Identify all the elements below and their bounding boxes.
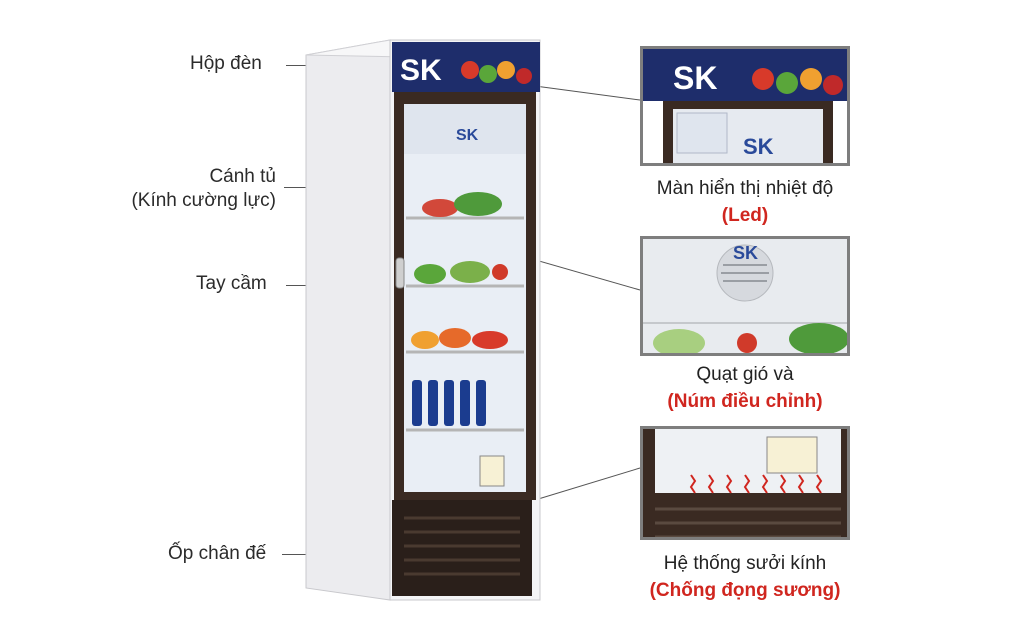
- heat-wave-icon: [689, 474, 697, 494]
- caption-heater-line2: (Chống đọng sương): [649, 580, 841, 601]
- caption-heater: Hệ thống sưởi kính (Chống đọng sương): [630, 550, 860, 604]
- energy-sticker: [766, 436, 818, 474]
- bottle: [444, 380, 454, 426]
- leader-heater: [534, 467, 641, 501]
- bottle: [428, 380, 438, 426]
- energy-sticker: [479, 455, 505, 487]
- bottle: [476, 380, 486, 426]
- fan-closeup-logo: SK: [733, 243, 758, 263]
- caption-led: Màn hiển thị nhiệt độ (Led): [630, 175, 860, 229]
- leader-led: [534, 85, 641, 101]
- caption-fan-line2: (Núm điều chỉnh): [667, 391, 823, 412]
- panel-fan-closeup: SK: [640, 236, 850, 356]
- caption-fan: Quạt gió và (Núm điều chỉnh): [630, 361, 860, 415]
- fruit-icon: [516, 68, 532, 84]
- heat-wave-icon: [725, 474, 733, 494]
- heat-wave-icon: [761, 474, 769, 494]
- door-logo: SK: [456, 127, 479, 144]
- bottle: [460, 380, 470, 426]
- fruit-icon: [497, 61, 515, 79]
- heat-wave-icon: [815, 474, 823, 494]
- fruits: [439, 328, 471, 348]
- fan-closeup-image: SK: [643, 239, 847, 353]
- base-cover: [392, 500, 532, 596]
- vegetables: [450, 261, 490, 283]
- vegetables: [492, 264, 508, 280]
- label-base-cover: Ốp chân đế: [168, 542, 266, 566]
- vegetables: [414, 264, 446, 284]
- caption-led-line2: (Led): [721, 205, 769, 226]
- fruit-icon: [461, 61, 479, 79]
- heat-wave-icon: [743, 474, 751, 494]
- cabinet-side: [305, 39, 391, 601]
- fruits: [411, 331, 439, 349]
- label-handle-text: Tay cầm: [196, 273, 267, 294]
- door-handle: [395, 257, 405, 289]
- label-door-line2: (Kính cường lực): [131, 190, 276, 211]
- label-door-line1: Cánh tủ: [209, 166, 276, 187]
- heat-wave-icon: [779, 474, 787, 494]
- heater-closeup-image: [643, 429, 847, 537]
- led-closeup-logo: SK: [673, 60, 717, 96]
- fruit-icon: [479, 65, 497, 83]
- light-box-logo: SK: [400, 54, 442, 87]
- label-light-box-text: Hộp đèn: [190, 53, 262, 74]
- caption-fan-line1: Quạt gió và: [696, 364, 794, 385]
- label-handle: Tay cầm: [196, 272, 267, 296]
- bottle: [412, 380, 422, 426]
- heat-wave-icon: [707, 474, 715, 494]
- caption-led-line1: Màn hiển thị nhiệt độ: [656, 178, 834, 199]
- vegetables: [422, 199, 458, 217]
- label-base-cover-text: Ốp chân đế: [168, 543, 267, 564]
- vegetables: [454, 192, 502, 216]
- panel-heater-closeup: [640, 426, 850, 540]
- heat-wave-icon: [797, 474, 805, 494]
- fruits: [472, 331, 508, 349]
- label-light-box: Hộp đèn: [190, 52, 262, 76]
- caption-heater-line1: Hệ thống sưởi kính: [663, 553, 827, 574]
- label-door: Cánh tủ (Kính cường lực): [118, 165, 276, 213]
- glass-top-sticker-area: [404, 104, 526, 154]
- panel-led-closeup: SK SK: [640, 46, 850, 166]
- led-closeup-image: SK SK: [643, 49, 847, 163]
- led-closeup-door-logo: SK: [743, 134, 774, 159]
- door-glass: [404, 104, 526, 492]
